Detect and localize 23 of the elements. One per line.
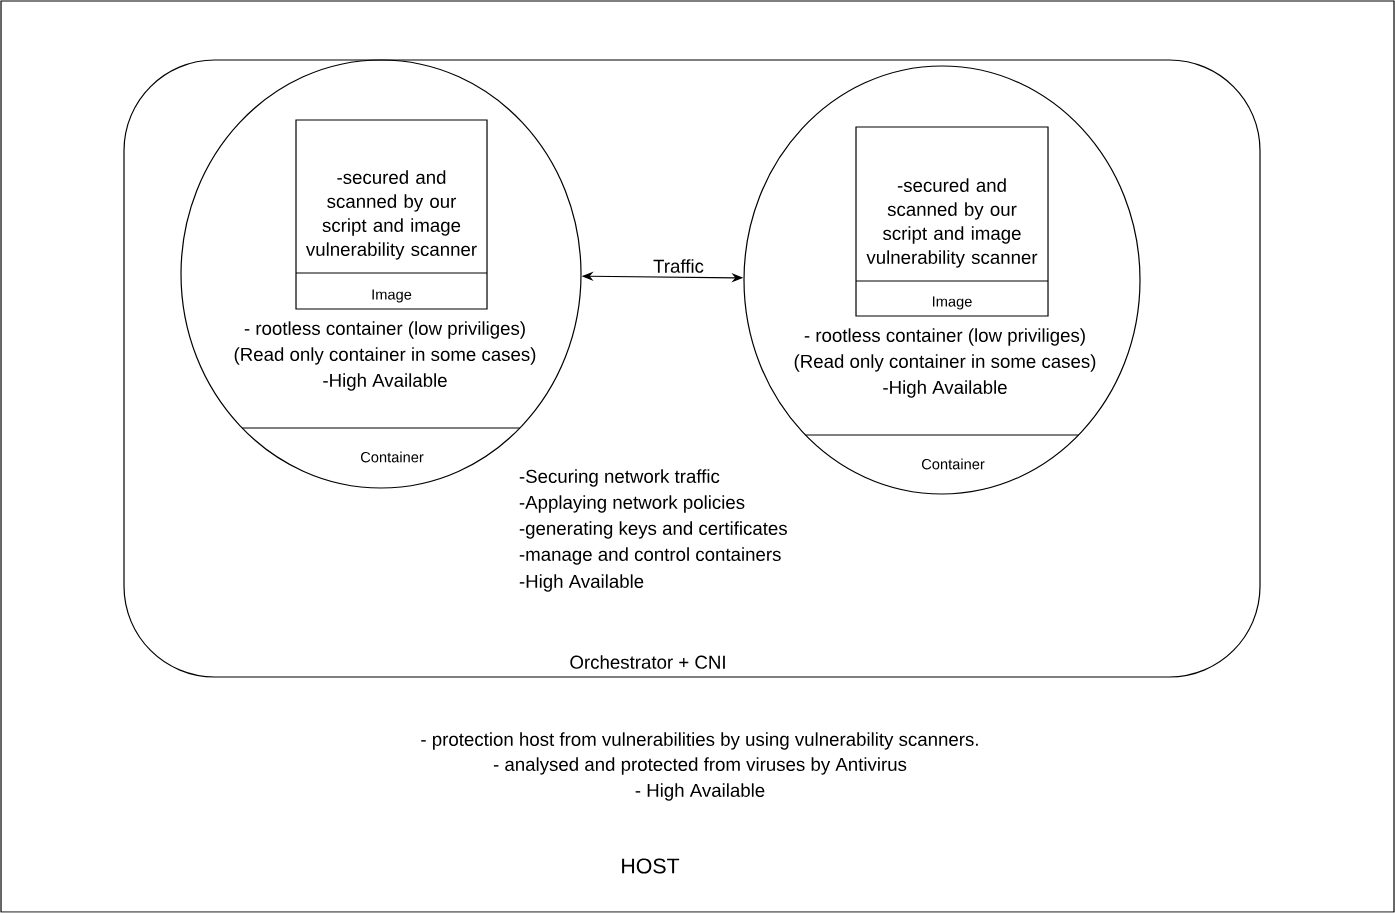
text: Container	[360, 451, 424, 463]
text: (Read only container in some cases)	[234, 347, 536, 365]
text: Image	[372, 289, 412, 303]
text: Container	[921, 458, 985, 470]
text: -High Available	[883, 380, 1007, 398]
text: -secured and scanned by our script and image vulnerability scanner	[306, 170, 477, 260]
text: - High Available	[635, 783, 765, 801]
text: HOST	[622, 858, 680, 874]
text: -High Available	[323, 373, 447, 391]
text: - rootless container (low priviliges)	[244, 321, 525, 339]
text: Image	[933, 296, 972, 310]
edge-label: Traffic	[651, 257, 706, 275]
text: (Read only container in some cases)	[794, 354, 1096, 372]
text: -generating keys and certificates	[519, 521, 787, 539]
text: Orchestrator + CNI	[570, 655, 725, 669]
text: -Securing network traffic	[519, 469, 720, 487]
text: -Applaying network policies	[519, 495, 745, 513]
text: - analysed and protected from viruses by Antivirus	[493, 757, 907, 775]
text: - protection host from vulnerabilities by using vulnerability scanners.	[421, 732, 978, 750]
text: -secured and scanned by our script and image vulnerability scanner	[866, 178, 1038, 268]
text: - rootless container (low priviliges)	[804, 328, 1085, 346]
text: -High Available	[519, 574, 644, 592]
text: -manage and control containers	[519, 547, 781, 565]
